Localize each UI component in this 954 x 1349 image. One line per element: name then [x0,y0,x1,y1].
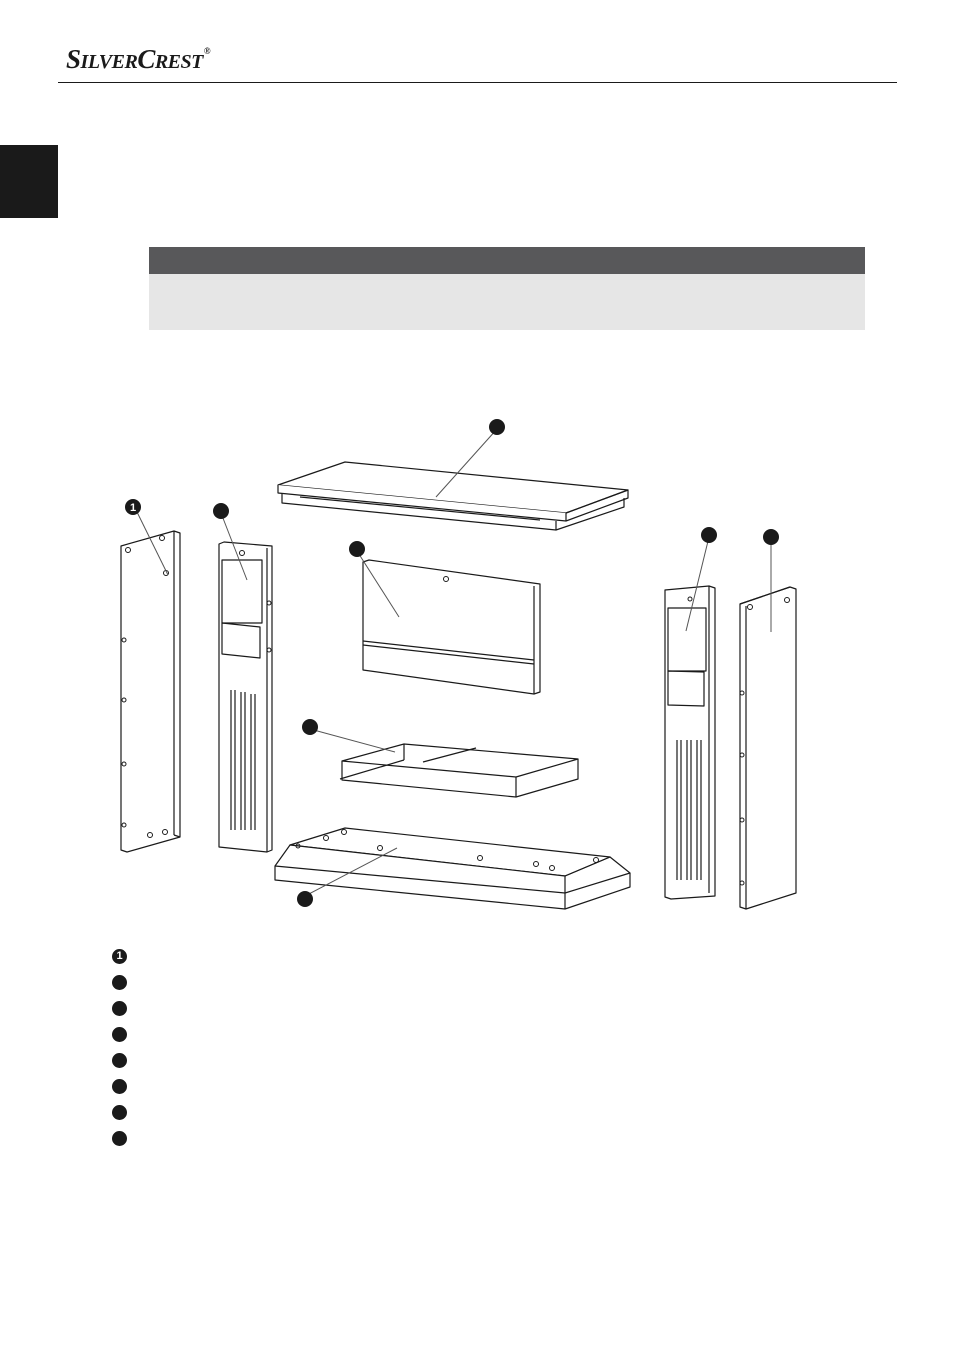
legend-item [112,1027,128,1043]
legend-item [112,1105,128,1121]
callout-markers [125,419,779,907]
back-panel-part [362,559,541,695]
legend-marker [112,1131,127,1146]
marker-label-1: 1 [130,502,136,514]
base-part [274,827,631,910]
legend-item [112,1079,128,1095]
callout-leaders [136,428,772,897]
note-box [149,247,865,330]
legend-marker [112,1001,127,1016]
legend-marker [112,1105,127,1120]
frame-part [339,743,579,798]
top-shelf-part [277,461,629,531]
language-tab [0,145,58,218]
legend-item [112,1131,128,1147]
legend-item [112,1053,128,1069]
column-left-part [218,541,273,853]
marker-back-panel [349,541,365,557]
screw-holes [121,535,790,886]
marker-base [297,891,313,907]
marker-frame [302,719,318,735]
legend-marker [112,1027,127,1042]
column-right-part [664,585,716,900]
side-panel-left-part [120,530,181,853]
legend-marker [112,1053,127,1068]
legend-item: 1 [112,949,128,965]
marker-top-shelf [489,419,505,435]
header-divider [58,82,897,83]
legend-marker [112,975,127,990]
side-panel-right-part [739,586,797,910]
marker-column-left [213,503,229,519]
brand-logo: SILVERCREST® [66,44,211,74]
note-body [149,274,865,330]
note-header-bar [149,247,865,274]
legend-marker [112,1079,127,1094]
marker-side-panel-right [763,529,779,545]
marker-column-right [701,527,717,543]
legend-item [112,1001,128,1017]
legend-item [112,975,128,991]
marker-side-panel-left [125,499,141,515]
legend-marker: 1 [112,949,127,964]
